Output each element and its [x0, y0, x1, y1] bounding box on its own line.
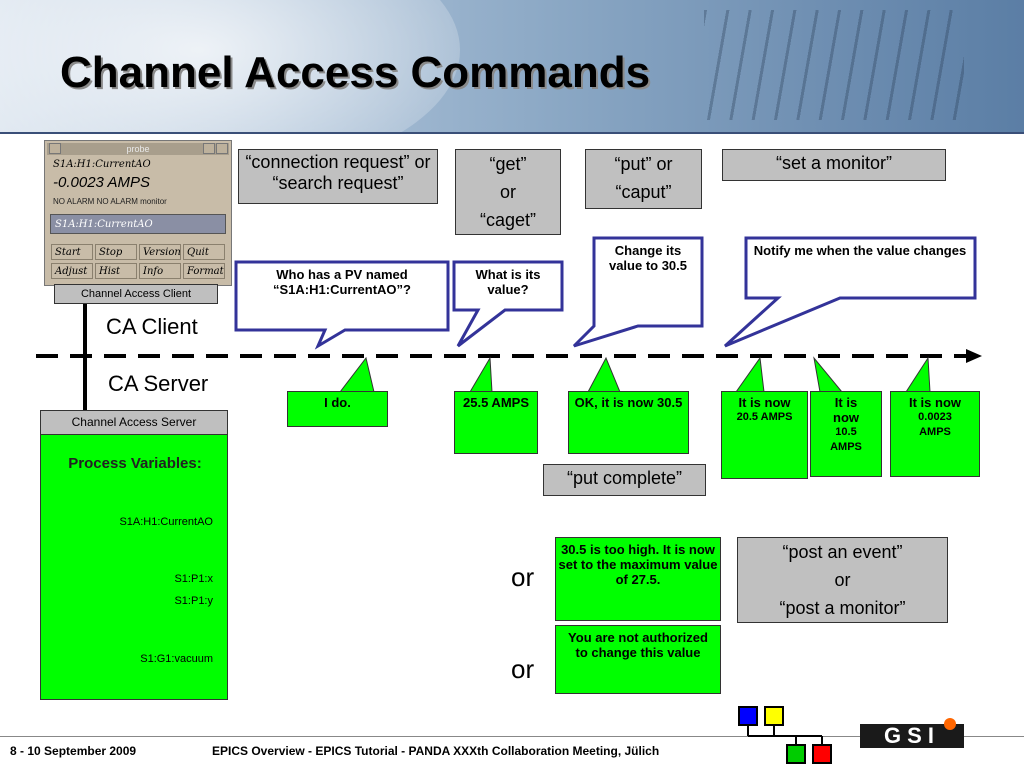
now1-pointer [735, 356, 765, 393]
pv-item: S1:P1:x [174, 573, 213, 585]
ok-pointer [587, 356, 621, 393]
minimize-icon[interactable] [203, 143, 215, 154]
footer-event: EPICS Overview - EPICS Tutorial - PANDA … [212, 744, 660, 758]
probe-format-button[interactable]: Format [183, 263, 225, 279]
or-label-2: or [511, 654, 535, 684]
logo-blue-square [738, 706, 758, 726]
header-banner [0, 0, 1024, 132]
probe-alarm-status: NO ALARM NO ALARM monitor [53, 197, 167, 206]
get-line-3: “caget” [479, 210, 537, 230]
process-variables-box: Process Variables: S1A:H1:CurrentAO S1:P… [40, 434, 228, 700]
i-do-pointer [338, 356, 375, 393]
connection-request-box: “connection request” or “search request” [238, 149, 438, 204]
put-box: “put” or “caput” [585, 149, 702, 209]
probe-window: probe S1A:H1:CurrentAO -0.0023 AMPS NO A… [44, 140, 232, 286]
slide-title: Channel Access Commands [60, 48, 651, 97]
not-authorized-response: You are not authorized to change this va… [555, 625, 721, 694]
get-line-1: “get” [489, 154, 527, 174]
ok-response: OK, it is now 30.5 [568, 391, 689, 454]
probe-start-button[interactable]: Start [51, 244, 93, 260]
now3-line-2: 0.0023 AMPS [918, 411, 952, 438]
maximize-icon[interactable] [216, 143, 228, 154]
probe-title-bar: probe [47, 143, 229, 155]
probe-version-button[interactable]: Version [139, 244, 181, 260]
pv-item: S1:P1:y [174, 595, 213, 607]
probe-hist-button[interactable]: Hist [95, 263, 137, 279]
probe-pv-input[interactable]: S1A:H1:CurrentAO [50, 214, 226, 234]
who-has-bubble [234, 260, 450, 350]
i-do-response: I do. [287, 391, 388, 427]
now3-line-1: It is now [909, 395, 961, 410]
ca-server-heading: CA Server [108, 371, 209, 396]
notify-bubble [723, 236, 977, 348]
probe-info-button[interactable]: Info [139, 263, 181, 279]
post-line-3: “post a monitor” [779, 598, 906, 618]
now3-pointer [905, 356, 931, 393]
probe-stop-button[interactable]: Stop [95, 244, 137, 260]
gsi-logo: GSI [860, 718, 964, 748]
now2-response: It is now 10.5 AMPS [810, 391, 882, 477]
probe-adjust-button[interactable]: Adjust [51, 263, 93, 279]
now1-line-2: 20.5 AMPS [736, 411, 793, 423]
probe-pv-name: S1A:H1:CurrentAO [53, 159, 151, 170]
probe-value: -0.0023 AMPS [53, 174, 150, 191]
amps-response: 25.5 AMPS [454, 391, 538, 454]
now2-line-2: 10.5 AMPS [830, 426, 862, 453]
timeline-arrowhead [966, 349, 982, 363]
channel-access-server-label: Channel Access Server [40, 410, 228, 435]
channel-access-client-label: Channel Access Client [54, 284, 218, 304]
pv-item: S1A:H1:CurrentAO [119, 516, 213, 528]
process-variables-heading: Process Variables: [68, 455, 202, 472]
change-value-bubble [572, 236, 704, 348]
logo-yellow-square [764, 706, 784, 726]
now3-response: It is now 0.0023 AMPS [890, 391, 980, 477]
ca-client-heading: CA Client [106, 314, 198, 339]
what-value-bubble [452, 260, 564, 348]
logo-connector-lines [747, 726, 823, 744]
logo-red-square [812, 744, 832, 764]
too-high-response: 30.5 is too high. It is now set to the m… [555, 537, 721, 621]
change-value-text: Change its value to 30.5 [608, 243, 688, 273]
footer-date: 8 - 10 September 2009 [10, 744, 137, 758]
now1-response: It is now 20.5 AMPS [721, 391, 808, 479]
now2-line-1: It is now [833, 395, 859, 425]
window-menu-icon[interactable] [49, 143, 61, 154]
post-line-1: “post an event” [782, 542, 903, 562]
probe-quit-button[interactable]: Quit [183, 244, 225, 260]
header-divider [0, 132, 1024, 134]
post-event-box: “post an event” or “post a monitor” [737, 537, 948, 623]
put-complete-box: “put complete” [543, 464, 706, 496]
post-line-2: or [834, 570, 851, 590]
logo-green-square [786, 744, 806, 764]
get-box: “get” or “caget” [455, 149, 561, 235]
pv-item: S1:G1:vacuum [140, 653, 213, 665]
what-value-text: What is its value? [475, 267, 541, 297]
put-line-2: “caput” [615, 182, 672, 202]
set-monitor-box: “set a monitor” [722, 149, 946, 181]
now2-pointer [813, 356, 844, 393]
amps-pointer [469, 356, 493, 393]
or-label-1: or [511, 562, 535, 592]
gsi-logo-text: GSI [884, 723, 940, 748]
get-line-2: or [499, 182, 516, 202]
put-line-1: “put” or [614, 154, 673, 174]
notify-text: Notify me when the value changes [753, 243, 967, 258]
footer-divider [0, 736, 1024, 737]
who-has-text: Who has a PV named “S1A:H1:CurrentAO”? [273, 267, 411, 297]
now1-line-1: It is now [738, 395, 791, 410]
